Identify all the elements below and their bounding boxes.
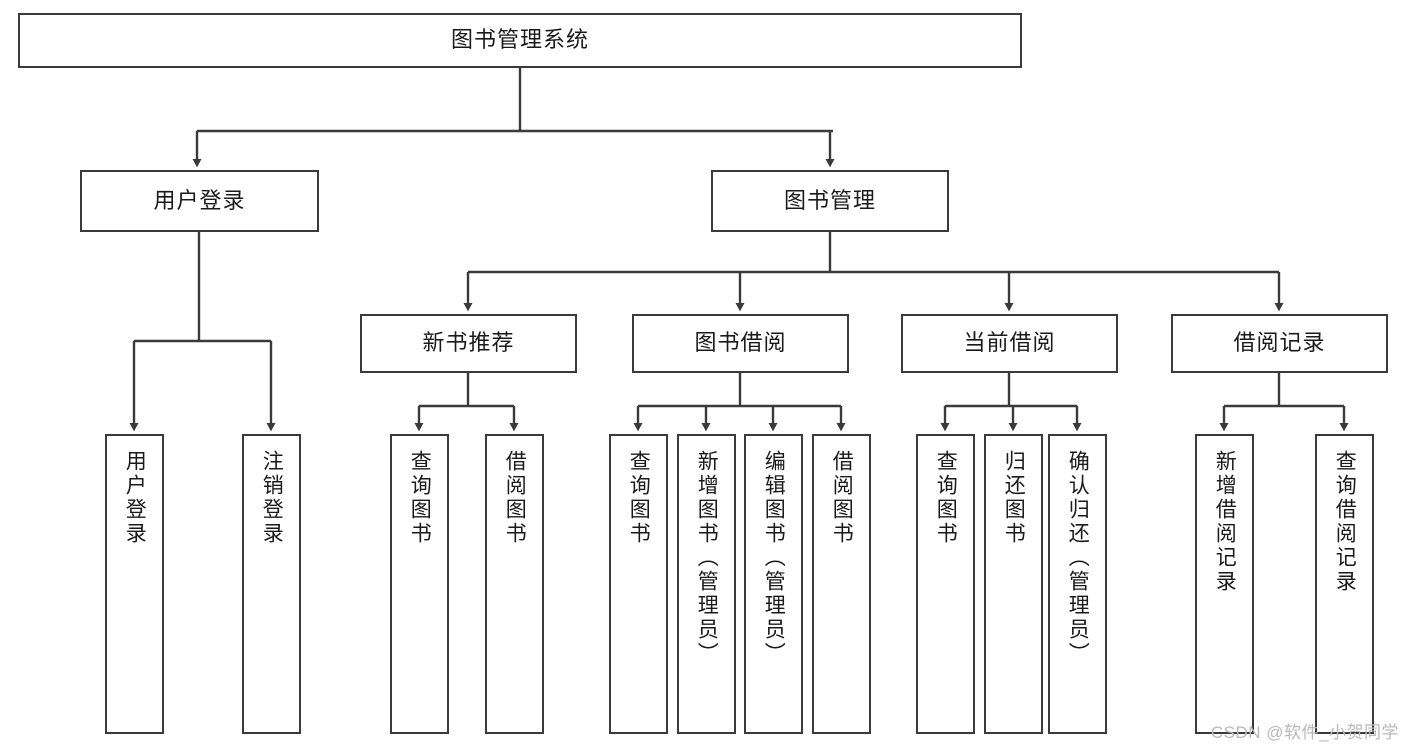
node-book-management-label: 图书管理 xyxy=(783,187,876,213)
node-leaf-bo-add-book[interactable]: 新增图书（管理员） xyxy=(677,434,736,734)
node-root-label: 图书管理系统 xyxy=(450,27,589,53)
node-leaf-user-logout-label: 注销登录 xyxy=(260,450,284,546)
node-leaf-re-add-record[interactable]: 新增借阅记录 xyxy=(1195,434,1254,734)
node-leaf-nb-borrow-book-label: 借阅图书 xyxy=(503,450,527,546)
node-leaf-bo-add-book-label: 新增图书（管理员） xyxy=(695,450,719,666)
node-leaf-user-login-label: 用户登录 xyxy=(123,450,147,546)
node-book-borrow[interactable]: 图书借阅 xyxy=(632,314,849,373)
node-current-borrow-label: 当前借阅 xyxy=(963,330,1056,356)
node-leaf-user-login[interactable]: 用户登录 xyxy=(105,434,164,734)
node-leaf-bo-query-book[interactable]: 查询图书 xyxy=(609,434,668,734)
node-leaf-cu-query-book[interactable]: 查询图书 xyxy=(916,434,975,734)
node-leaf-bo-edit-book[interactable]: 编辑图书（管理员） xyxy=(744,434,803,734)
node-user-login[interactable]: 用户登录 xyxy=(80,170,319,232)
node-leaf-re-query-record-label: 查询借阅记录 xyxy=(1333,450,1357,594)
node-current-borrow[interactable]: 当前借阅 xyxy=(901,314,1118,373)
node-leaf-bo-query-book-label: 查询图书 xyxy=(627,450,651,546)
node-leaf-cu-confirm-return[interactable]: 确认归还（管理员） xyxy=(1048,434,1107,734)
node-leaf-nb-borrow-book[interactable]: 借阅图书 xyxy=(485,434,544,734)
node-leaf-bo-edit-book-label: 编辑图书（管理员） xyxy=(762,450,786,666)
csdn-watermark: CSDN @软件_小贺同学 xyxy=(1210,723,1399,742)
node-book-borrow-label: 图书借阅 xyxy=(694,330,787,356)
node-borrow-records[interactable]: 借阅记录 xyxy=(1171,314,1388,373)
node-borrow-records-label: 借阅记录 xyxy=(1233,330,1326,356)
node-user-login-label: 用户登录 xyxy=(153,187,246,213)
node-leaf-bo-borrow-book[interactable]: 借阅图书 xyxy=(812,434,871,734)
node-leaf-bo-borrow-book-label: 借阅图书 xyxy=(830,450,854,546)
node-leaf-re-add-record-label: 新增借阅记录 xyxy=(1213,450,1237,594)
node-leaf-cu-confirm-return-label: 确认归还（管理员） xyxy=(1066,450,1090,666)
node-new-book-recommend-label: 新书推荐 xyxy=(422,330,515,356)
node-leaf-nb-query-book-label: 查询图书 xyxy=(408,450,432,546)
node-leaf-nb-query-book[interactable]: 查询图书 xyxy=(390,434,449,734)
node-root[interactable]: 图书管理系统 xyxy=(18,13,1022,68)
node-book-management[interactable]: 图书管理 xyxy=(711,170,949,232)
node-leaf-re-query-record[interactable]: 查询借阅记录 xyxy=(1315,434,1374,734)
node-new-book-recommend[interactable]: 新书推荐 xyxy=(360,314,577,373)
node-leaf-user-logout[interactable]: 注销登录 xyxy=(242,434,301,734)
node-leaf-cu-return-book-label: 归还图书 xyxy=(1002,450,1026,546)
node-leaf-cu-return-book[interactable]: 归还图书 xyxy=(984,434,1043,734)
node-leaf-cu-query-book-label: 查询图书 xyxy=(934,450,958,546)
